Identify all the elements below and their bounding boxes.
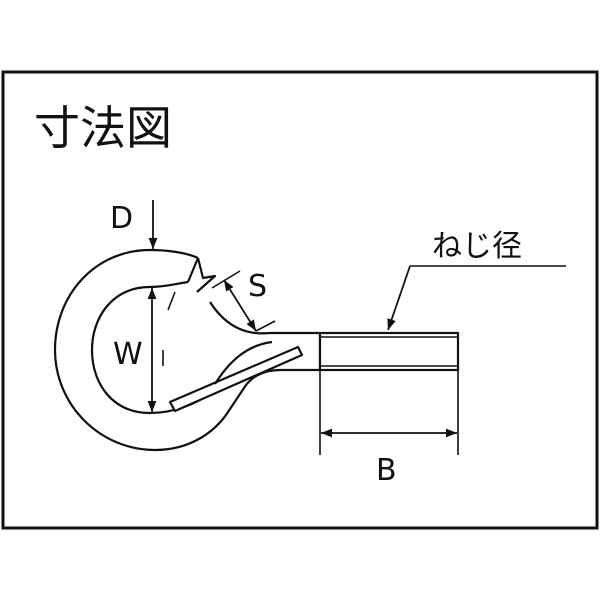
hook-shape [53, 248, 322, 452]
drawing-frame [1, 70, 599, 530]
label-thread-diameter: ねじ径 [432, 229, 522, 264]
label-d: D [110, 201, 133, 236]
dimension-w: W [113, 288, 176, 412]
label-s: S [248, 269, 267, 304]
label-b: B [376, 453, 397, 488]
dimension-d: D [110, 200, 158, 249]
dimension-b: B [319, 370, 459, 488]
dimension-s: S [211, 269, 276, 332]
drawing-title: 寸法図 [34, 101, 172, 155]
label-w: W [113, 337, 143, 372]
thread-diameter-leader: ねじ径 [387, 229, 566, 331]
threaded-shank [318, 331, 460, 372]
